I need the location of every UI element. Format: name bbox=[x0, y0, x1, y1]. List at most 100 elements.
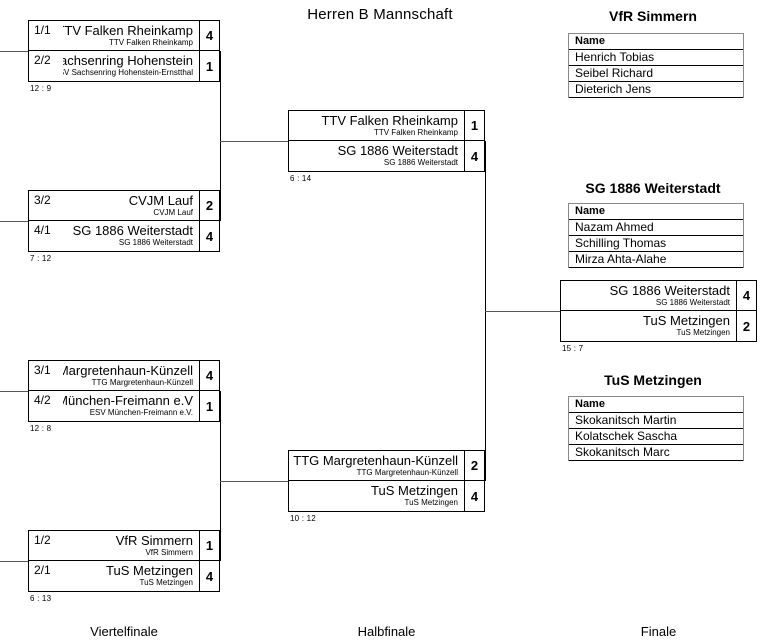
club-name: CVJM Lauf bbox=[153, 207, 193, 217]
team-name: ESV München-Freimann e.V bbox=[63, 393, 193, 408]
match-result: 12 : 9 bbox=[30, 84, 52, 93]
match-row-top[interactable]: SG 1886 Weiterstadt SG 1886 Weiterstadt … bbox=[561, 281, 756, 311]
team-score: 2 bbox=[199, 191, 219, 220]
match-result: 10 : 12 bbox=[290, 514, 316, 523]
team-cell: TuS Metzingen TuS Metzingen bbox=[289, 481, 464, 511]
match-semifinal-1[interactable]: TTV Falken Rheinkamp TTV Falken Rheinkam… bbox=[288, 110, 485, 172]
match-row-bottom[interactable]: TuS Metzingen TuS Metzingen 2 bbox=[561, 311, 756, 341]
team-cell: SG 1886 Weiterstadt SG 1886 Weiterstadt bbox=[289, 141, 464, 171]
match-result: 12 : 8 bbox=[30, 424, 52, 433]
team-name: TuS Metzingen bbox=[643, 313, 730, 328]
connector-qf1-in bbox=[0, 51, 28, 52]
team-score: 4 bbox=[199, 561, 219, 591]
team-score: 1 bbox=[199, 531, 219, 560]
connector-qf4-in bbox=[0, 561, 28, 562]
team-name: VfR Simmern bbox=[115, 532, 193, 548]
match-row-bottom[interactable]: 4/2 ESV München-Freimann e.V ESV München… bbox=[29, 391, 219, 421]
team-cell: SV Sachsenring Hohenstein SV Sachsenring… bbox=[63, 51, 199, 81]
match-result: 7 : 12 bbox=[30, 254, 52, 263]
match-row-bottom[interactable]: 2/2 SV Sachsenring Hohenstein SV Sachsen… bbox=[29, 51, 219, 81]
club-name: TTV Falken Rheinkamp bbox=[108, 37, 193, 47]
club-name: SG 1886 Weiterstadt bbox=[655, 297, 730, 307]
team-score: 2 bbox=[736, 311, 756, 341]
team-cell: SG 1886 Weiterstadt SG 1886 Weiterstadt bbox=[561, 281, 736, 310]
team-name: TTG Margretenhaun-Künzell bbox=[63, 362, 193, 378]
team-name: TuS Metzingen bbox=[371, 483, 458, 498]
match-row-bottom[interactable]: SG 1886 Weiterstadt SG 1886 Weiterstadt … bbox=[289, 141, 484, 171]
roster-row: Schilling Thomas bbox=[569, 236, 743, 252]
seed-label: 3/1 bbox=[34, 363, 51, 377]
match-row-bottom[interactable]: 4/1 SG 1886 Weiterstadt SG 1886 Weiterst… bbox=[29, 221, 219, 251]
club-name: ESV München-Freimann e.V. bbox=[89, 408, 193, 417]
club-name: TTV Falken Rheinkamp bbox=[373, 127, 458, 137]
connector-qf2-up bbox=[220, 141, 221, 221]
team-name: CVJM Lauf bbox=[128, 192, 193, 208]
club-name: TTG Margretenhaun-Künzell bbox=[91, 377, 193, 387]
club-name: TuS Metzingen bbox=[139, 578, 193, 587]
seed-label: 4/1 bbox=[34, 223, 51, 237]
match-row-bottom[interactable]: TuS Metzingen TuS Metzingen 4 bbox=[289, 481, 484, 511]
roster-title-1: SG 1886 Weiterstadt bbox=[585, 180, 721, 196]
match-quarterfinal-2[interactable]: 3/2 CVJM Lauf CVJM Lauf 2 4/1 SG 1886 We… bbox=[28, 190, 220, 252]
connector-qf1-down bbox=[220, 51, 221, 141]
roster-row: Henrich Tobias bbox=[569, 50, 743, 66]
match-quarterfinal-4[interactable]: 1/2 VfR Simmern VfR Simmern 1 2/1 TuS Me… bbox=[28, 530, 220, 592]
team-score: 2 bbox=[464, 451, 484, 480]
seed-label: 2/2 bbox=[34, 53, 51, 67]
match-row-top[interactable]: 3/1 TTG Margretenhaun-Künzell TTG Margre… bbox=[29, 361, 219, 391]
team-cell: SG 1886 Weiterstadt SG 1886 Weiterstadt bbox=[63, 221, 199, 251]
match-row-top[interactable]: 1/1 TTV Falken Rheinkamp TTV Falken Rhei… bbox=[29, 21, 219, 51]
match-result: 15 : 7 bbox=[562, 344, 584, 353]
connector-qf4-up bbox=[220, 481, 221, 561]
team-cell: TTV Falken Rheinkamp TTV Falken Rheinkam… bbox=[63, 21, 199, 50]
match-row-bottom[interactable]: 2/1 TuS Metzingen TuS Metzingen 4 bbox=[29, 561, 219, 591]
page-title: Herren B Mannschaft bbox=[307, 6, 453, 23]
match-row-top[interactable]: 1/2 VfR Simmern VfR Simmern 1 bbox=[29, 531, 219, 561]
roster-row: Mirza Ahta-Alahe bbox=[569, 252, 743, 268]
round-label-quarterfinal: Viertelfinale bbox=[90, 624, 158, 639]
team-score: 4 bbox=[464, 481, 484, 511]
team-score: 4 bbox=[464, 141, 484, 171]
connector-sf1-in bbox=[220, 141, 288, 142]
seed-label: 1/2 bbox=[34, 533, 51, 547]
team-cell: TuS Metzingen TuS Metzingen bbox=[561, 311, 736, 341]
team-score: 4 bbox=[199, 361, 219, 390]
team-score: 4 bbox=[199, 221, 219, 251]
team-cell: TTG Margretenhaun-Künzell TTG Margretenh… bbox=[289, 451, 464, 480]
team-name: TTV Falken Rheinkamp bbox=[63, 22, 193, 38]
roster-row: Seibel Richard bbox=[569, 66, 743, 82]
roster-row: Skokanitsch Marc bbox=[569, 445, 743, 461]
team-name: SG 1886 Weiterstadt bbox=[72, 223, 193, 238]
round-label-semifinal: Halbfinale bbox=[357, 624, 416, 639]
roster-table-0: Name Henrich Tobias Seibel Richard Diete… bbox=[568, 33, 744, 98]
match-final[interactable]: SG 1886 Weiterstadt SG 1886 Weiterstadt … bbox=[560, 280, 757, 342]
match-semifinal-2[interactable]: TTG Margretenhaun-Künzell TTG Margretenh… bbox=[288, 450, 485, 512]
seed-label: 4/2 bbox=[34, 393, 51, 407]
match-row-top[interactable]: TTV Falken Rheinkamp TTV Falken Rheinkam… bbox=[289, 111, 484, 141]
team-name: SG 1886 Weiterstadt bbox=[609, 282, 730, 298]
roster-header: Name bbox=[569, 34, 743, 50]
team-cell: TTG Margretenhaun-Künzell TTG Margretenh… bbox=[63, 361, 199, 390]
roster-row: Nazam Ahmed bbox=[569, 220, 743, 236]
team-score: 1 bbox=[199, 51, 219, 81]
match-result: 6 : 14 bbox=[290, 174, 312, 183]
roster-row: Kolatschek Sascha bbox=[569, 429, 743, 445]
match-quarterfinal-3[interactable]: 3/1 TTG Margretenhaun-Künzell TTG Margre… bbox=[28, 360, 220, 422]
team-score: 4 bbox=[199, 21, 219, 50]
seed-label: 2/1 bbox=[34, 563, 51, 577]
seed-label: 1/1 bbox=[34, 23, 51, 37]
team-cell: TuS Metzingen TuS Metzingen bbox=[63, 561, 199, 591]
team-cell: TTV Falken Rheinkamp TTV Falken Rheinkam… bbox=[289, 111, 464, 140]
round-label-final: Finale bbox=[640, 624, 677, 639]
team-name: SG 1886 Weiterstadt bbox=[337, 143, 458, 158]
match-row-top[interactable]: TTG Margretenhaun-Künzell TTG Margretenh… bbox=[289, 451, 484, 481]
team-name: TTG Margretenhaun-Künzell bbox=[293, 452, 458, 468]
club-name: SG 1886 Weiterstadt bbox=[118, 238, 193, 247]
team-cell: VfR Simmern VfR Simmern bbox=[63, 531, 199, 560]
team-score: 1 bbox=[464, 111, 484, 140]
match-row-top[interactable]: 3/2 CVJM Lauf CVJM Lauf 2 bbox=[29, 191, 219, 221]
connector-qf3-in bbox=[0, 391, 28, 392]
connector-sf1-down bbox=[485, 141, 486, 311]
match-quarterfinal-1[interactable]: 1/1 TTV Falken Rheinkamp TTV Falken Rhei… bbox=[28, 20, 220, 82]
roster-row: Skokanitsch Martin bbox=[569, 413, 743, 429]
